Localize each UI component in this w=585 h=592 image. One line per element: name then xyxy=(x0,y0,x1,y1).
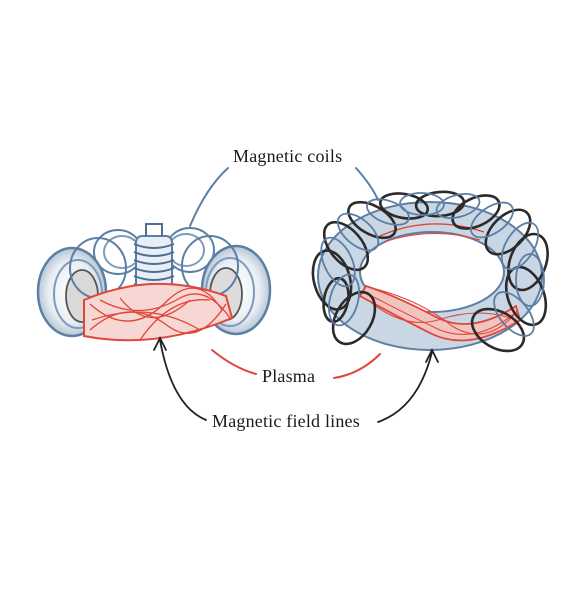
magnetic-coils-label: Magnetic coils xyxy=(233,146,343,166)
magnetic-field-lines-label: Magnetic field lines xyxy=(212,411,360,431)
leader-plasma-left xyxy=(211,349,257,375)
stellarator-drawing xyxy=(311,190,549,353)
leader-coils-right xyxy=(355,167,379,201)
plasma-label: Plasma xyxy=(262,366,316,386)
leader-plasma-right xyxy=(333,353,381,379)
tokamak-plasma xyxy=(83,282,234,342)
tokamak-drawing xyxy=(36,223,272,342)
stellarator-plasma xyxy=(358,223,522,342)
leader-field-left-arrow xyxy=(153,335,167,351)
leader-field-left xyxy=(159,339,207,421)
leader-field-right-arrow xyxy=(425,347,439,363)
leader-field-right xyxy=(377,351,433,423)
leader-lines xyxy=(153,167,439,423)
stellarator-coils-blue xyxy=(320,192,545,337)
leader-coils-left xyxy=(189,167,229,227)
